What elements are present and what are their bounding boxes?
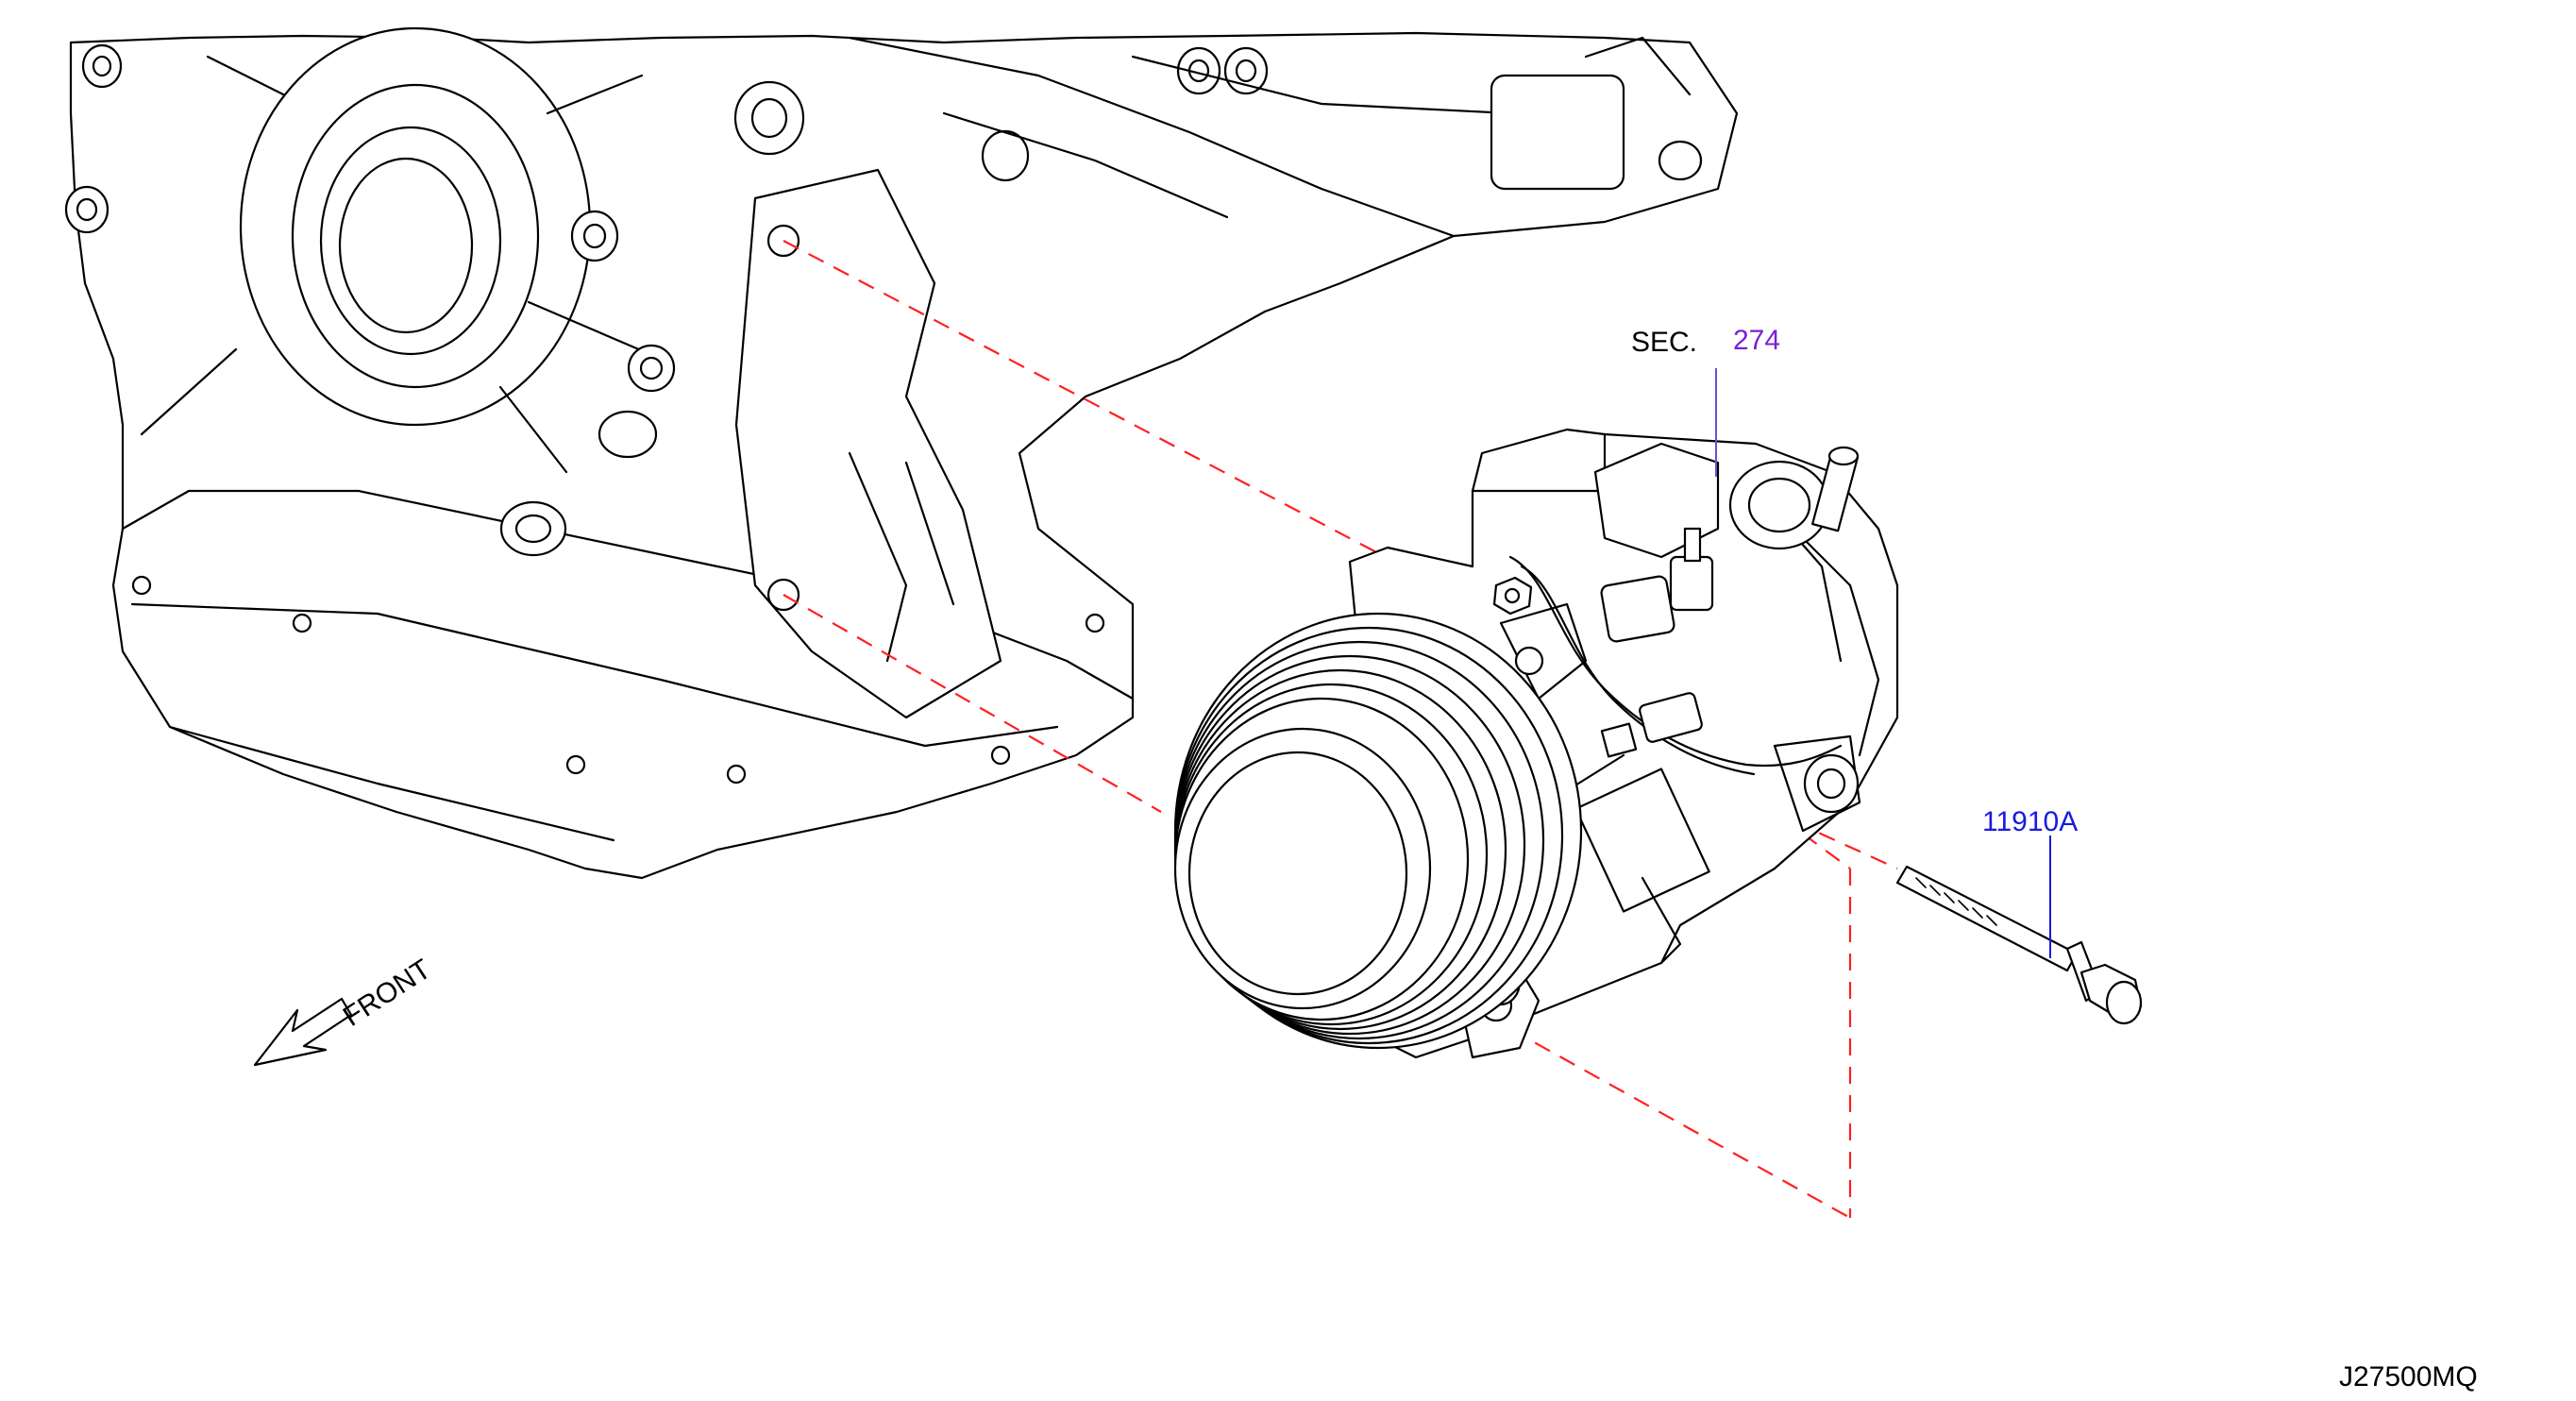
front-label: FRONT xyxy=(338,954,437,1033)
front-arrow-icon xyxy=(253,997,353,1067)
front-indicator: FRONT xyxy=(253,954,437,1067)
mounting-bolt xyxy=(1895,865,2143,1025)
diagram-code: J27500MQ xyxy=(2339,1361,2478,1393)
engine-block xyxy=(64,26,1739,880)
ac-compressor xyxy=(1339,428,1899,1059)
sec-prefix-label: SEC. xyxy=(1631,327,1697,358)
part-number-link[interactable]: 11910A xyxy=(1982,806,2078,837)
compressor-pulley xyxy=(1173,612,1583,1050)
sec-number-link[interactable]: 274 xyxy=(1733,325,1780,356)
